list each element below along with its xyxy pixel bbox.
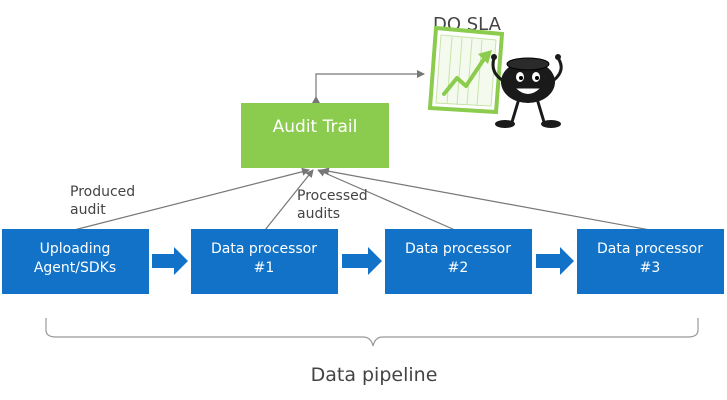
pipeline-stage-processor-3: Data processor #3 xyxy=(577,229,724,294)
produced-audit-line-2: audit xyxy=(70,202,106,218)
stage-uploading-line-2: Agent/SDKs xyxy=(34,260,116,276)
audit-line-processor-1 xyxy=(264,169,314,231)
happy-face-mascot-icon xyxy=(491,54,563,128)
pipeline-stage-processor-2: Data processor #2 xyxy=(385,229,532,294)
audit-sla-connector xyxy=(315,70,425,101)
processed-audits-line-1: Processed xyxy=(297,188,368,204)
stage-processor-3-line-1: Data processor xyxy=(597,241,703,257)
audit-connectors xyxy=(73,167,651,231)
audit-line-uploading xyxy=(73,167,310,231)
flow-arrow-1 xyxy=(152,247,188,275)
stage-uploading-line-1: Uploading xyxy=(40,241,111,257)
stage-processor-1-line-1: Data processor xyxy=(211,241,317,257)
audit-trail-label: Audit Trail xyxy=(273,117,358,137)
processed-audits-line-2: audits xyxy=(297,206,340,222)
processed-audits-annotation: Processed audits xyxy=(297,188,368,222)
flow-arrow-3 xyxy=(536,247,574,275)
trend-chart-icon xyxy=(427,25,505,115)
pipeline-label: Data pipeline xyxy=(311,364,438,386)
pipeline-stage-uploading: Uploading Agent/SDKs xyxy=(2,229,149,294)
stage-processor-3-line-2: #3 xyxy=(640,260,661,276)
stage-processor-2-line-1: Data processor xyxy=(405,241,511,257)
pipeline-bracket xyxy=(45,318,699,347)
audit-trail-box: Audit Trail xyxy=(241,103,389,168)
produced-audit-line-1: Produced xyxy=(70,184,135,200)
audit-line-processor-2 xyxy=(317,169,456,231)
audit-sla-connector-arrowhead-up xyxy=(312,96,320,103)
stage-processor-1-line-2: #1 xyxy=(254,260,275,276)
pipeline-stage-processor-1: Data processor #1 xyxy=(191,229,338,294)
produced-audit-annotation: Produced audit xyxy=(70,184,135,218)
flow-arrow-2 xyxy=(342,247,382,275)
audit-line-processor-3 xyxy=(321,167,651,231)
stage-processor-2-line-2: #2 xyxy=(448,260,469,276)
